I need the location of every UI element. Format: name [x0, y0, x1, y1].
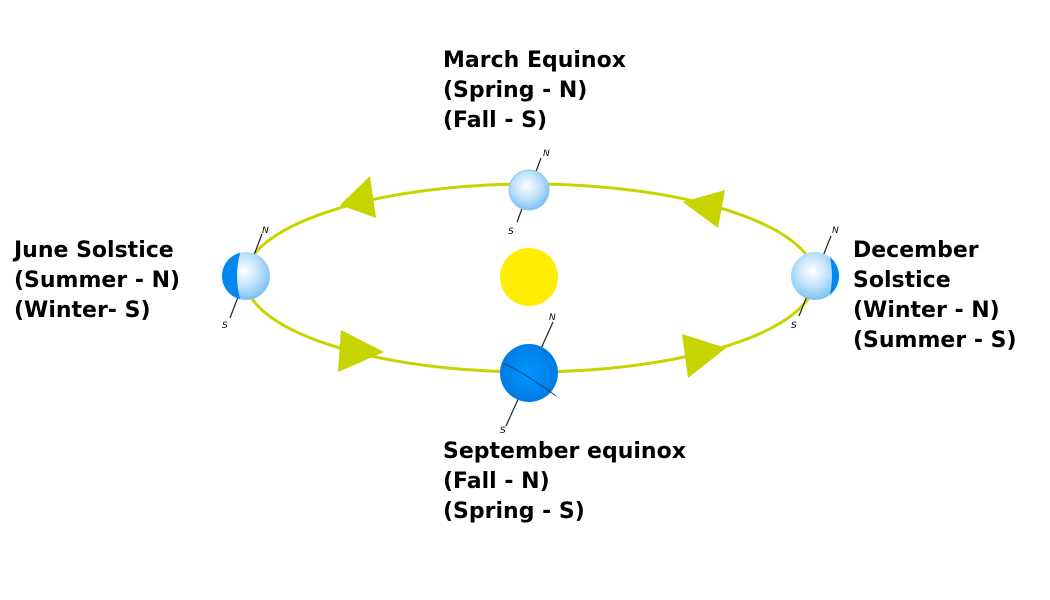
december-solstice-label: December Solstice (Winter - N) (Summer -…	[853, 236, 1017, 356]
south-pole-label: S	[508, 227, 514, 237]
march-equinox-label: March Equinox (Spring - N) (Fall - S)	[443, 46, 626, 136]
june-solstice-title: June Solstice	[14, 238, 174, 263]
south-pole-label: S	[791, 321, 797, 331]
march-equinox-title: March Equinox	[443, 48, 626, 73]
north-pole-label: N	[543, 149, 550, 159]
orbit-direction-arrow-icon	[682, 334, 726, 378]
december-solstice-title-1: December	[853, 238, 979, 263]
december-solstice-south: (Summer - S)	[853, 328, 1017, 353]
september-equinox-north: (Fall - N)	[443, 469, 550, 494]
earth-icon: N S	[508, 149, 550, 237]
september-equinox-label: September equinox (Fall - N) (Spring - S…	[443, 437, 686, 527]
earth-icon: N S	[500, 313, 558, 436]
south-pole-label: S	[222, 321, 228, 331]
earth-icon: N S	[791, 226, 839, 331]
orbit-direction-arrow-icon	[683, 190, 725, 228]
june-solstice-north: (Summer - N)	[14, 268, 181, 293]
north-pole-label: N	[262, 226, 269, 236]
september-equinox-title: September equinox	[443, 439, 686, 464]
september-equinox-south: (Spring - S)	[443, 499, 585, 524]
north-pole-label: N	[549, 313, 556, 323]
sun-icon	[500, 248, 558, 306]
december-solstice-title-2: Solstice	[853, 268, 951, 293]
december-solstice-north: (Winter - N)	[853, 298, 1000, 323]
march-equinox-south: (Fall - S)	[443, 108, 548, 133]
march-equinox-north: (Spring - N)	[443, 78, 588, 103]
june-solstice-label: June Solstice (Summer - N) (Winter- S)	[14, 236, 180, 326]
orbit-direction-arrow-icon	[338, 330, 384, 372]
june-solstice-south: (Winter- S)	[14, 298, 151, 323]
south-pole-label: S	[500, 426, 506, 436]
north-pole-label: N	[832, 226, 839, 236]
earth-icon: N S	[222, 226, 270, 331]
orbit-direction-arrow-icon	[340, 176, 376, 218]
